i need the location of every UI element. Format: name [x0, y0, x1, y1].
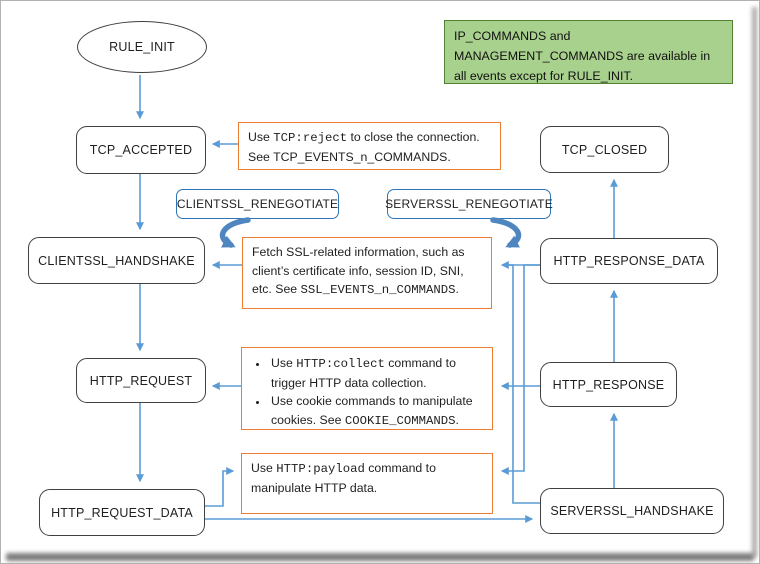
note-text: Use	[251, 461, 277, 475]
callout-text: IP_COMMANDS and MANAGEMENT_COMMANDS are …	[454, 29, 711, 83]
node-clientssl-renegotiate: CLIENTSSL_RENEGOTIATE	[176, 189, 339, 219]
loop-arrow-serverssl-renegotiate	[490, 217, 522, 248]
page-shadow	[752, 7, 757, 557]
node-tcp-accepted: TCP_ACCEPTED	[76, 126, 206, 174]
note-text: .	[455, 413, 459, 428]
node-label: HTTP_REQUEST	[89, 373, 193, 388]
note-code: HTTP:collect	[296, 357, 385, 371]
note-text: to close the connection. See TCP_EVENTS_…	[248, 130, 480, 164]
note-text: Use cookie commands to manipulate cookie…	[271, 394, 473, 428]
node-label: CLIENTSSL_RENEGOTIATE	[176, 197, 339, 211]
node-label: HTTP_RESPONSE	[552, 377, 665, 392]
arrow-http-response-data-to-note-payload	[500, 264, 540, 475]
note-code: TCP:reject	[273, 131, 348, 145]
note-bullet: Use HTTP:collect command to trigger HTTP…	[268, 354, 484, 392]
note-code: SSL_EVENTS_n_COMMANDS	[300, 283, 456, 298]
node-rule-init: RULE_INIT	[77, 21, 207, 73]
node-label: TCP_CLOSED	[561, 142, 648, 157]
note-code: COOKIE_COMMANDS	[344, 414, 456, 429]
node-clientssl-handshake: CLIENTSSL_HANDSHAKE	[28, 237, 205, 284]
node-http-request: HTTP_REQUEST	[76, 358, 206, 403]
note-text: command to manipulate HTTP data.	[251, 461, 436, 495]
node-label: TCP_ACCEPTED	[89, 143, 193, 157]
node-serverssl-renegotiate: SERVERSSL_RENEGOTIATE	[385, 189, 553, 219]
note-text: Use	[248, 130, 274, 144]
note-ssl-info: Fetch SSL-related information, such as c…	[242, 237, 492, 309]
node-label: HTTP_REQUEST_DATA	[51, 505, 193, 520]
node-tcp-closed: TCP_CLOSED	[540, 126, 669, 173]
note-text: command to trigger HTTP data collection.	[271, 356, 456, 390]
arrow-http-request-data-to-note-payload	[205, 467, 235, 507]
note-bullet-list: Use HTTP:collect command to trigger HTTP…	[251, 354, 484, 431]
note-tcp-reject: Use TCP:reject to close the connection. …	[238, 122, 501, 170]
node-http-request-data: HTTP_REQUEST_DATA	[39, 489, 205, 536]
note-text: Fetch SSL-related information, such as c…	[252, 245, 465, 297]
note-text: .	[455, 282, 459, 297]
note-http-payload: Use HTTP:payload command to manipulate H…	[241, 453, 493, 514]
note-http-collect: Use HTTP:collect command to trigger HTTP…	[241, 347, 493, 430]
note-code: HTTP:payload	[276, 462, 365, 476]
note-text: Use	[271, 356, 297, 370]
node-http-response-data: HTTP_RESPONSE_DATA	[540, 238, 718, 284]
node-serverssl-handshake: SERVERSSL_HANDSHAKE	[540, 488, 724, 534]
arrow-serverssl-handshake-to-note-ssl	[504, 264, 540, 504]
node-label: HTTP_RESPONSE_DATA	[553, 254, 705, 268]
callout-commands-availability: IP_COMMANDS and MANAGEMENT_COMMANDS are …	[444, 20, 733, 84]
node-label: SERVERSSL_RENEGOTIATE	[385, 197, 553, 211]
node-http-response: HTTP_RESPONSE	[540, 362, 677, 407]
page-shadow	[6, 553, 754, 561]
node-label: SERVERSSL_HANDSHAKE	[550, 504, 714, 518]
note-bullet: Use cookie commands to manipulate cookie…	[268, 392, 484, 430]
node-label: RULE_INIT	[109, 40, 175, 54]
node-label: CLIENTSSL_HANDSHAKE	[38, 253, 195, 268]
